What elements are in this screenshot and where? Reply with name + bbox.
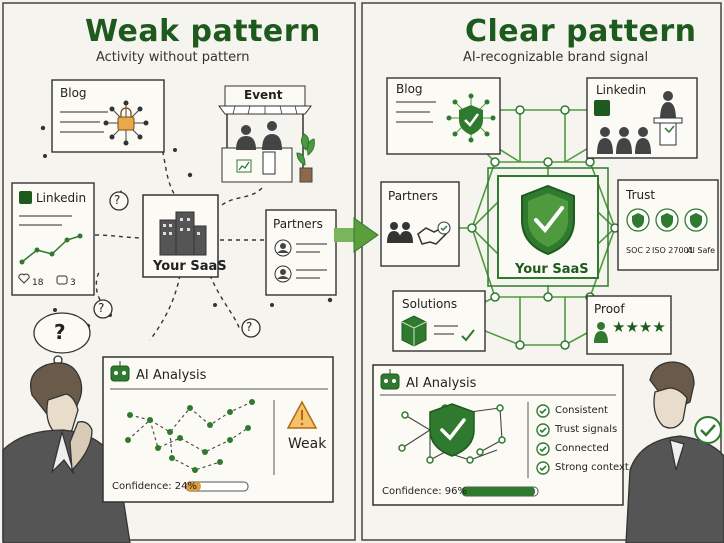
right-center-label: Your SaaS [515, 262, 589, 277]
person-icon [236, 121, 282, 150]
question-bubbles [33, 191, 261, 374]
left-partners-label: Partners [273, 217, 323, 231]
shield-check-icon [429, 403, 475, 457]
check-item: Connected [555, 443, 609, 454]
question-mark: ? [114, 193, 121, 207]
people-group-icon [387, 222, 413, 243]
check-icon [461, 329, 475, 342]
right-blog-label: Blog [396, 82, 423, 96]
transition-arrow-icon [334, 217, 379, 253]
linkedin-icon [594, 100, 610, 116]
check-item: Strong context [555, 462, 629, 473]
check-circle-icon [694, 416, 722, 444]
left-analysis-verdict: Weak [288, 436, 327, 452]
shield-icon [459, 105, 483, 135]
confident-person-illustration [625, 361, 724, 543]
left-analysis-box [102, 356, 334, 503]
question-mark: ? [98, 301, 105, 315]
left-subtitle: Activity without pattern [96, 50, 250, 65]
right-title: Clear pattern [465, 14, 697, 49]
robot-icon [110, 361, 130, 382]
left-analysis-title: AI Analysis [136, 368, 207, 383]
left-confidence-label: Confidence: 24% [112, 481, 197, 492]
right-analysis-title: AI Analysis [406, 376, 477, 391]
left-analysis-nodes [125, 399, 255, 473]
right-analysis-box [372, 364, 624, 506]
warning-icon [286, 400, 318, 429]
left-confidence-fill [186, 482, 201, 491]
left-linkedin-label: Linkedin [36, 191, 87, 205]
check-item: Trust signals [555, 424, 618, 435]
question-mark-large: ? [54, 320, 66, 344]
right-confidence-fill [462, 487, 535, 496]
shield-check-icon [521, 184, 575, 256]
right-partners-label: Partners [388, 189, 438, 203]
left-blog-text-lines [60, 111, 108, 133]
question-mark: ? [246, 320, 253, 334]
thinking-person-illustration [2, 362, 131, 543]
linkedin-comments-count: 3 [70, 278, 76, 288]
trust-badge-label: SOC 2 [626, 246, 651, 255]
right-subtitle: AI-recognizable brand signal [463, 50, 649, 65]
lock-icon [117, 116, 135, 131]
proof-label: Proof [594, 302, 625, 316]
trust-badge-label: ISO 27001 [652, 246, 694, 255]
person-icon [594, 322, 608, 343]
event-label: Event [244, 88, 283, 102]
right-confidence-label: Confidence: 96% [382, 486, 467, 497]
plant-icon [296, 133, 315, 183]
trust-badge-label: AI Safe [687, 246, 716, 255]
event-booth [218, 85, 315, 183]
linkedin-icon [19, 191, 32, 204]
left-blog-card [51, 79, 165, 153]
cube-icon [401, 315, 427, 347]
comment-icon [56, 275, 68, 285]
partner-avatar-icon [274, 239, 292, 283]
linkedin-likes-count: 18 [32, 278, 44, 288]
trust-label: Trust [626, 188, 656, 202]
speaker-audience-illustration [597, 91, 683, 154]
building-icon [159, 211, 207, 256]
rating-stars-icon: ★★★★ [612, 318, 666, 336]
solutions-label: Solutions [402, 297, 458, 311]
check-item: Consistent [555, 405, 608, 416]
left-center-label: Your SaaS [153, 259, 227, 274]
right-center-card-outer [487, 167, 609, 287]
left-blog-network-nodes [103, 100, 149, 146]
right-linkedin-label: Linkedin [596, 83, 647, 97]
left-title: Weak pattern [85, 14, 321, 49]
left-blog-label: Blog [60, 86, 87, 100]
heart-icon [18, 273, 30, 284]
robot-icon [380, 369, 400, 390]
